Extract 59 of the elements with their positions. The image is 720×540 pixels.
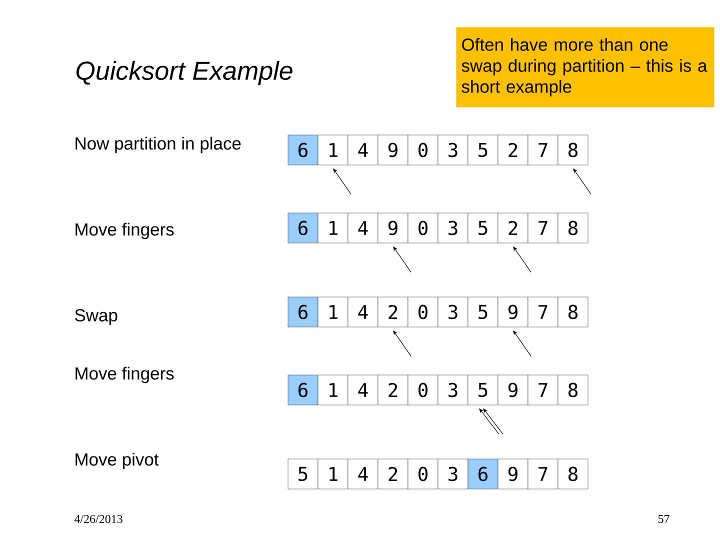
array-cell: 2 <box>378 296 408 328</box>
array-cell: 3 <box>438 296 468 328</box>
array-cell: 4 <box>348 296 378 328</box>
array-cell: 7 <box>528 374 558 406</box>
array-cell: 7 <box>528 296 558 328</box>
array-cell: 6 <box>468 458 498 490</box>
array-cell: 9 <box>498 296 528 328</box>
array-cell: 4 <box>348 212 378 244</box>
array-cell: 3 <box>438 374 468 406</box>
array-cell: 2 <box>498 212 528 244</box>
array-cell: 2 <box>498 134 528 166</box>
array-cell: 9 <box>378 134 408 166</box>
array-cell: 9 <box>498 458 528 490</box>
array-cell: 5 <box>288 458 318 490</box>
array-cell: 0 <box>408 296 438 328</box>
array-cell: 3 <box>438 134 468 166</box>
array-cell: 4 <box>348 134 378 166</box>
array-cell: 9 <box>378 212 408 244</box>
array-cell: 5 <box>468 212 498 244</box>
array-cell: 5 <box>468 374 498 406</box>
array-cell: 4 <box>348 458 378 490</box>
array-cell: 8 <box>558 212 588 244</box>
array-cell: 1 <box>318 134 348 166</box>
array-cell: 6 <box>288 296 318 328</box>
row-label: Move fingers <box>76 366 174 384</box>
array-cell: 0 <box>408 134 438 166</box>
array-cell: 8 <box>558 374 588 406</box>
array-cell: 6 <box>288 134 318 166</box>
array-cell: 3 <box>438 212 468 244</box>
row-label: Move pivot <box>76 452 159 470</box>
array-cell: 3 <box>438 458 468 490</box>
array-cell: 4 <box>348 374 378 406</box>
array-cell: 1 <box>318 296 348 328</box>
array-cell: 0 <box>408 458 438 490</box>
array-cell: 7 <box>528 458 558 490</box>
slide-title: Quicksort Example <box>76 60 292 86</box>
array-cell: 6 <box>288 374 318 406</box>
array-cell: 6 <box>288 212 318 244</box>
array-cell: 7 <box>528 134 558 166</box>
array-cell: 1 <box>318 374 348 406</box>
array-cell: 5 <box>468 296 498 328</box>
page-number: 57 <box>658 515 670 523</box>
row-label: Move fingers <box>76 222 174 240</box>
array-cell: 5 <box>468 134 498 166</box>
array-cell: 8 <box>558 458 588 490</box>
array-cell: 8 <box>558 296 588 328</box>
array-cell: 2 <box>378 374 408 406</box>
array-cell: 2 <box>378 458 408 490</box>
slide-date: 4/26/2013 <box>74 514 122 524</box>
array-cell: 1 <box>318 458 348 490</box>
callout-box: Often have more than one swap during partition – this is a short example <box>456 27 714 108</box>
array-cell: 8 <box>558 134 588 166</box>
array-cell: 0 <box>408 212 438 244</box>
array-cell: 1 <box>318 212 348 244</box>
array-cell: 0 <box>408 374 438 406</box>
row-label: Swap <box>75 309 118 325</box>
array-cell: 7 <box>528 212 558 244</box>
array-cell: 9 <box>498 374 528 406</box>
row-label: Now partition in place <box>76 136 241 154</box>
